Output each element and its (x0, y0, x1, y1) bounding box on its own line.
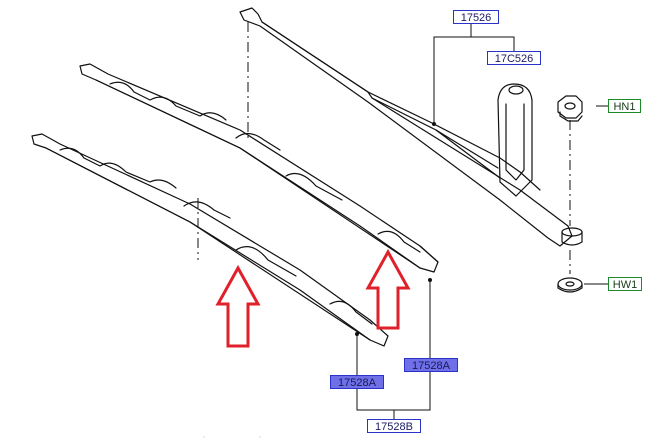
leader-lines (356, 24, 608, 419)
arm-cap (497, 83, 533, 197)
up-arrow-outline-icon (215, 264, 261, 348)
wiper-arm (239, 7, 573, 247)
leader-dots (355, 122, 436, 336)
hex-nut (557, 95, 583, 122)
wiper-blade-lower (31, 133, 389, 347)
part-label-arm: 17526 (453, 10, 499, 24)
up-arrow-outline-icon (365, 248, 411, 330)
part-label-arm-cap: 17C526 (487, 51, 541, 65)
pivot-bushing (561, 227, 583, 246)
centerlines (197, 22, 571, 274)
hardware-label-washer: HW1 (608, 277, 642, 291)
part-label-blade-a-right: 17528A (404, 358, 458, 372)
washer (557, 277, 583, 293)
hardware-label-nut: HN1 (608, 99, 641, 113)
part-label-blade-b: 17528B (367, 419, 421, 433)
wiper-blade-upper (79, 63, 439, 273)
part-label-blade-a-left: 17528A (330, 375, 384, 389)
